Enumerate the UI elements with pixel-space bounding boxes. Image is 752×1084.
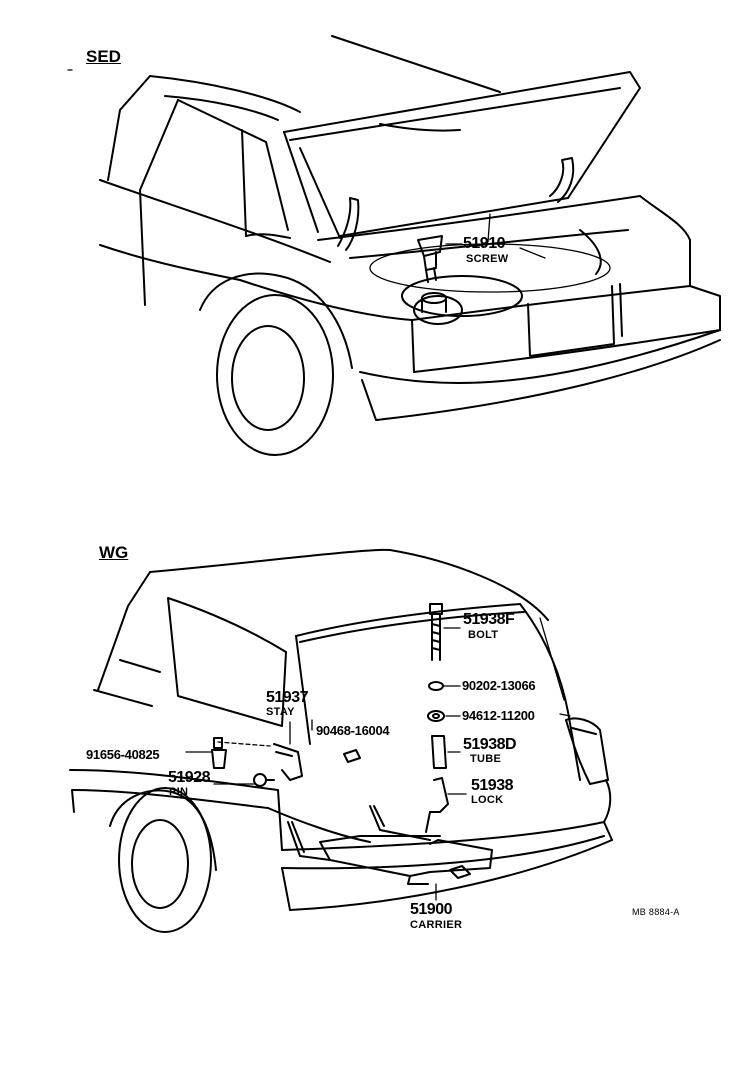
part-name-pin: PIN — [169, 786, 189, 798]
part-number-51937: 51937 — [266, 689, 309, 706]
section-label-sedan: SED — [86, 47, 121, 66]
part-number-51938d: 51938D — [463, 736, 517, 753]
part-name-tube: TUBE — [470, 753, 502, 765]
part-number-51938f: 51938F — [463, 611, 515, 628]
part-number-51900: 51900 — [410, 901, 453, 918]
wagon-illustration — [69, 548, 613, 933]
part-number-51938: 51938 — [471, 777, 514, 794]
part-number-91656-40825: 91656-40825 — [86, 747, 160, 762]
figure-code: MB 8884-A — [632, 907, 680, 917]
part-name-screw: SCREW — [466, 253, 509, 265]
part-number-90202-13066: 90202-13066 — [462, 678, 536, 693]
part-number-90468-16004: 90468-16004 — [316, 723, 390, 738]
part-number-51928: 51928 — [168, 769, 211, 786]
part-name-carrier: CARRIER — [410, 919, 463, 931]
part-number-94612-11200: 94612-11200 — [462, 708, 535, 723]
part-number-51910: 51910 — [463, 235, 506, 252]
part-name-lock: LOCK — [471, 794, 504, 806]
part-name-bolt: BOLT — [468, 629, 499, 641]
part-name-stay: STAY — [266, 706, 295, 718]
section-label-wagon: WG — [99, 543, 129, 562]
sedan-illustration — [99, 35, 721, 456]
